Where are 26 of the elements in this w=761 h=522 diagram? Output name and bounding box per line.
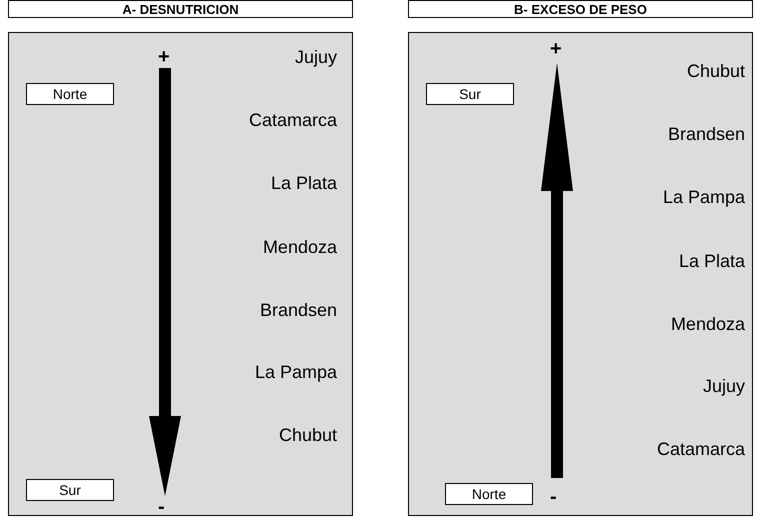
direction-tag: Norte xyxy=(26,83,114,105)
place-name: Catamarca xyxy=(656,439,745,460)
minus-sign: - xyxy=(158,496,165,519)
place-name: La Plata xyxy=(270,173,337,194)
place-name: La Plata xyxy=(678,251,745,272)
minus-sign: - xyxy=(550,486,557,509)
place-name: Catamarca xyxy=(248,110,337,131)
direction-tag: Sur xyxy=(26,479,114,501)
direction-tag: Sur xyxy=(426,83,514,105)
panel-header: A- DESNUTRICION xyxy=(8,0,353,18)
place-name: Jujuy xyxy=(702,376,745,397)
panel-background xyxy=(408,32,753,516)
place-name: Chubut xyxy=(278,425,337,446)
place-name: Jujuy xyxy=(294,47,337,68)
place-name: Brandsen xyxy=(668,124,745,145)
place-name: Mendoza xyxy=(670,314,745,335)
plus-sign: + xyxy=(550,38,562,61)
place-name: Chubut xyxy=(686,61,745,82)
panel-header: B- EXCESO DE PESO xyxy=(408,0,753,18)
place-name: La Pampa xyxy=(662,187,745,208)
panel-background xyxy=(8,32,353,516)
place-name: Mendoza xyxy=(262,237,337,258)
direction-tag: Norte xyxy=(445,483,533,505)
plus-sign: + xyxy=(158,46,170,69)
place-name: Brandsen xyxy=(260,300,337,321)
place-name: La Pampa xyxy=(254,362,337,383)
